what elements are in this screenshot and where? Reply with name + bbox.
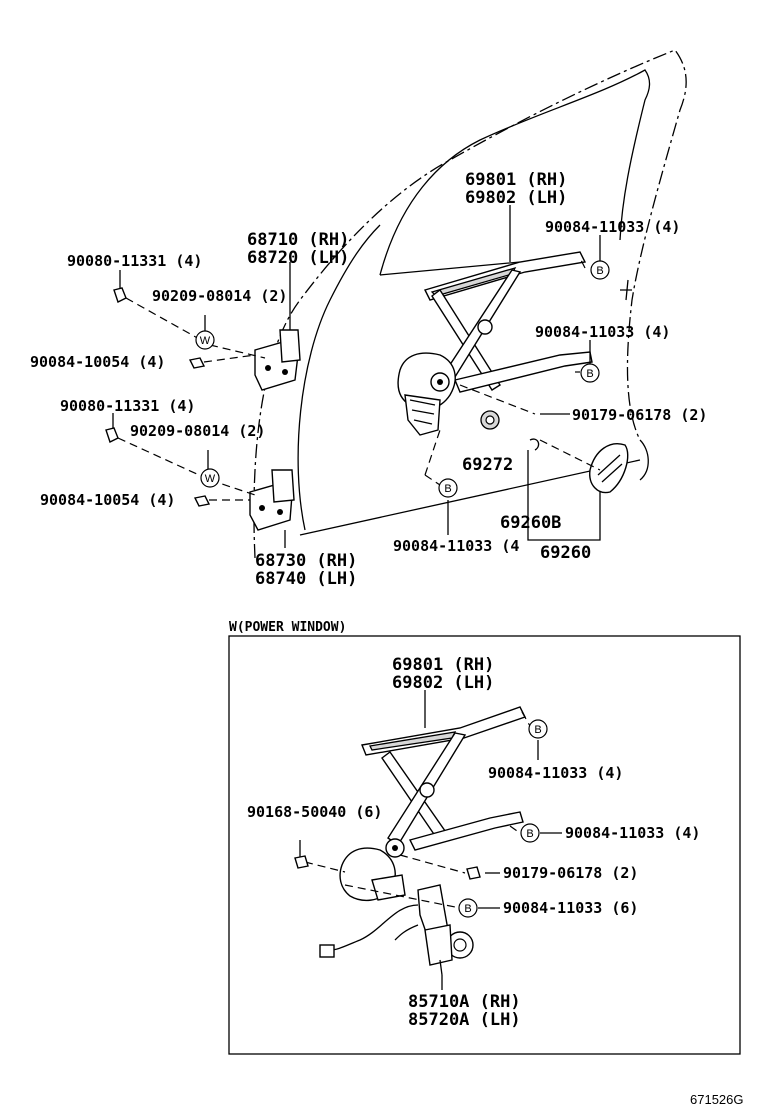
label-90084-11033-4-d: 90084-11033 (4)	[488, 764, 623, 782]
svg-text:B: B	[526, 828, 533, 840]
callout-b-3: B	[438, 478, 458, 498]
label-90179-06178-2-top: 90179-06178 (2)	[572, 406, 707, 424]
label-68730-rh: 68730 (RH)	[255, 551, 357, 571]
label-90084-11033-4-b: 90084-11033 (4)	[535, 323, 670, 341]
label-90209-08014-2-b: 90209-08014 (2)	[130, 422, 265, 440]
svg-text:B: B	[586, 368, 593, 380]
callout-b-1: B	[590, 260, 610, 280]
svg-text:W: W	[200, 335, 211, 347]
label-69260b: 69260B	[500, 513, 561, 533]
label-90084-11033-6: 90084-11033 (6)	[503, 899, 638, 917]
hinge-bolts	[105, 270, 266, 507]
label-90168-50040-6: 90168-50040 (6)	[247, 803, 382, 821]
label-68710-rh: 68710 (RH)	[247, 230, 349, 250]
power-window-box	[228, 635, 741, 1055]
window-regulator-upper	[397, 251, 629, 494]
label-90084-11033-4-a: 90084-11033 (4)	[545, 218, 680, 236]
label-85710a-rh: 85710A (RH)	[408, 992, 521, 1012]
label-90084-10054-4-b: 90084-10054 (4)	[40, 491, 175, 509]
label-90080-11331-4-b: 90080-11331 (4)	[60, 397, 195, 415]
label-90084-11033-4-c: 90084-11033 (4	[393, 537, 519, 555]
figure-code: 671526G	[690, 1092, 744, 1107]
callout-w-1: W	[195, 330, 215, 350]
door-hinge-lower	[249, 469, 295, 548]
leaders-power-window	[294, 690, 562, 990]
callout-b-6: B	[458, 898, 478, 918]
label-68740-lh: 68740 (LH)	[255, 569, 357, 589]
section-title-power-window: W(POWER WINDOW)	[229, 620, 346, 635]
callout-b-2: B	[580, 363, 600, 383]
label-85720a-lh: 85720A (LH)	[408, 1010, 521, 1030]
svg-text:B: B	[464, 903, 471, 915]
svg-text:W: W	[205, 473, 216, 485]
label-69802-lh-box: 69802 (LH)	[392, 673, 494, 693]
svg-text:B: B	[444, 483, 451, 495]
label-69801-rh-box: 69801 (RH)	[392, 655, 494, 675]
label-69272: 69272	[462, 455, 513, 475]
label-90084-11033-4-e: 90084-11033 (4)	[565, 824, 700, 842]
callout-b-5: B	[520, 823, 540, 843]
svg-text:B: B	[596, 265, 603, 277]
label-69802-lh-top: 69802 (LH)	[465, 188, 567, 208]
door-outline	[253, 49, 687, 559]
label-90209-08014-2-a: 90209-08014 (2)	[152, 287, 287, 305]
svg-text:B: B	[534, 724, 541, 736]
label-90084-10054-4-a: 90084-10054 (4)	[30, 353, 165, 371]
label-90080-11331-4-a: 90080-11331 (4)	[67, 252, 202, 270]
callout-w-2: W	[200, 468, 220, 488]
door-hinge-upper	[254, 262, 301, 391]
label-69260: 69260	[540, 543, 591, 563]
window-regulator-power	[319, 706, 526, 976]
leaders-upper-regulator	[424, 205, 601, 541]
label-68720-lh: 68720 (LH)	[247, 248, 349, 268]
callout-b-4: B	[528, 719, 548, 739]
label-90179-06178-2-box: 90179-06178 (2)	[503, 864, 638, 882]
label-69801-rh-top: 69801 (RH)	[465, 170, 567, 190]
